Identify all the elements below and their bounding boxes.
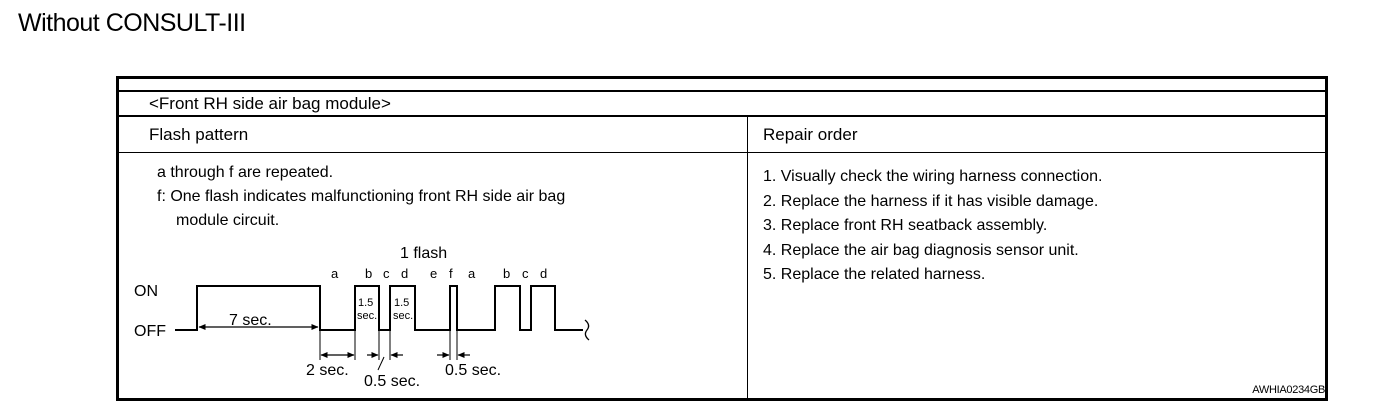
repair-step: 3. Replace front RH seatback assembly. [763,217,1048,234]
page-title: Without CONSULT-III [18,9,246,37]
half-sec-label: 0.5 sec. [364,373,420,390]
section-title: <Front RH side air bag module> [149,94,391,113]
figure-code: AWHIA0234GB [1252,384,1325,396]
half-sec-label: 0.5 sec. [445,362,501,379]
flash-pattern-header: Flash pattern [149,125,249,144]
pulse-duration-bottom: sec. [357,310,377,322]
flash-waveform [175,285,583,331]
flash-pattern-table: <Front RH side air bag module> Flash pat… [116,76,1328,401]
flash-timing-diagram: 1 flash ON OFF a b c d e f a b c d 1.5 s… [134,245,590,390]
phase-letter: b [365,266,372,281]
phase-letter: c [383,266,390,281]
phase-letter: a [331,266,339,281]
off-label: OFF [134,323,166,340]
phase-letter: b [503,266,510,281]
repair-step: 5. Replace the related harness. [763,266,986,283]
column-divider [747,117,748,398]
seven-sec-label: 7 sec. [229,312,272,329]
break-squiggle [584,319,590,341]
flash-pattern-notes: a through f are repeated. f: One flash i… [157,161,565,233]
on-label: ON [134,283,158,300]
note-line: a through f are repeated. [157,164,334,181]
column-header-row: Flash pattern Repair order [119,117,1325,153]
pulse-duration-bottom: sec. [393,310,413,322]
repair-step: 4. Replace the air bag diagnosis sensor … [763,241,1079,259]
two-sec-label: 2 sec. [306,362,349,379]
phase-letter: e [430,266,437,281]
repair-step: 2. Replace the harness if it has visible… [763,192,1099,210]
flash-label: 1 flash [400,245,447,262]
section-header: <Front RH side air bag module> [119,90,1325,117]
phase-letter: d [401,266,408,281]
repair-steps-list: 1. Visually check the wiring harness con… [763,165,1102,288]
phase-letter: d [540,266,547,281]
repair-step: 1. Visually check the wiring harness con… [763,168,1103,185]
phase-letter: a [468,266,476,281]
phase-letter: c [522,266,529,281]
note-line: f: One flash indicates malfunctioning fr… [157,188,566,205]
note-line: module circuit. [176,212,280,229]
pulse-duration-top: 1.5 [394,297,409,309]
pulse-duration-top: 1.5 [358,297,373,309]
leader-line [377,356,385,371]
repair-order-header: Repair order [763,125,858,144]
phase-letter: f [449,266,453,281]
